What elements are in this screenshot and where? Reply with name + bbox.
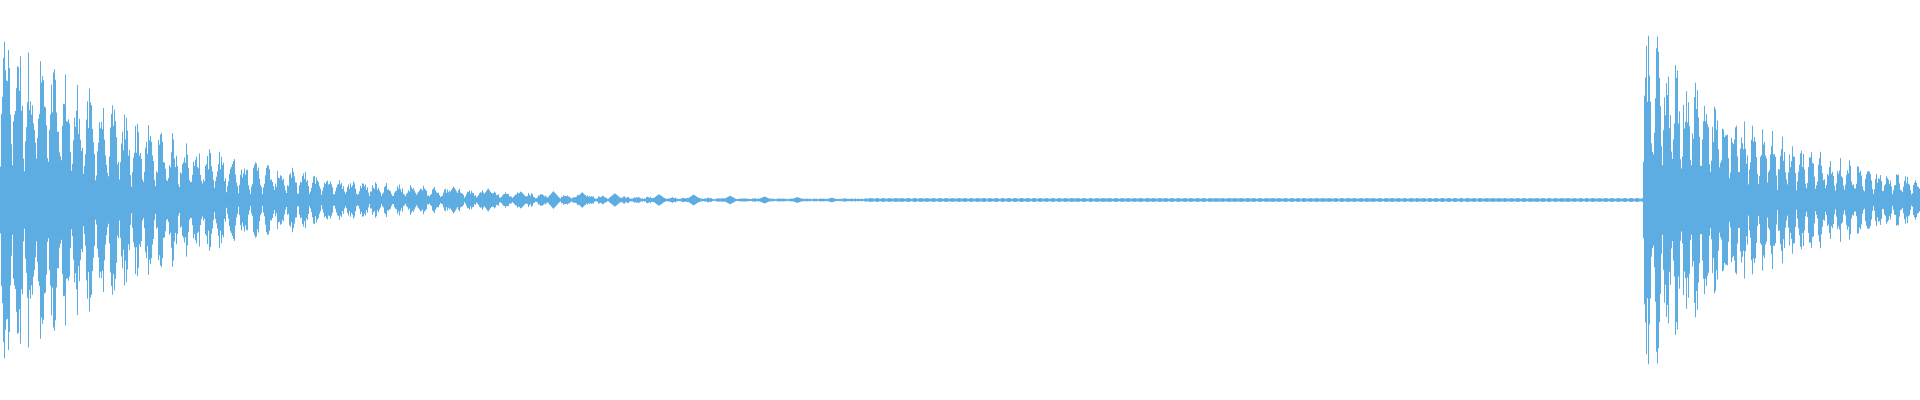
waveform-samples — [0, 35, 1920, 365]
waveform-path — [0, 35, 1920, 365]
